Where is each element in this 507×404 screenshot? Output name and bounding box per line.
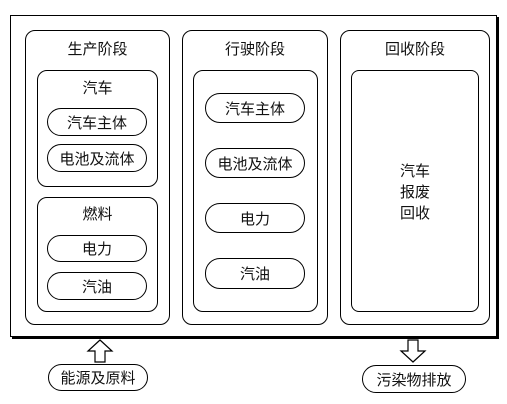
stage-recycling: 回收阶段 汽车 报废 回收 bbox=[340, 30, 490, 325]
item-vehicle-body: 汽车主体 bbox=[205, 93, 305, 123]
recycling-line: 回收 bbox=[399, 204, 430, 222]
stage-driving: 行驶阶段 汽车主体 电池及流体 电力 汽油 bbox=[182, 30, 328, 325]
stage-title: 回收阶段 bbox=[384, 40, 445, 58]
item-battery-fluids: 电池及流体 bbox=[205, 148, 305, 178]
item-electricity: 电力 bbox=[205, 203, 305, 233]
group-recycling: 汽车 报废 回收 bbox=[351, 70, 479, 312]
recycling-line: 报废 bbox=[399, 183, 430, 201]
item-battery-fluids: 电池及流体 bbox=[47, 144, 147, 172]
up-arrow-icon bbox=[86, 339, 114, 363]
item-vehicle-body: 汽车主体 bbox=[47, 108, 147, 136]
recycling-line: 汽车 bbox=[399, 162, 430, 180]
group-title: 燃料 bbox=[82, 205, 113, 223]
output-pollutant-emissions: 污染物排放 bbox=[362, 365, 466, 393]
stage-title: 生产阶段 bbox=[67, 40, 128, 58]
item-gasoline: 汽油 bbox=[205, 258, 305, 289]
stage-title: 行驶阶段 bbox=[224, 40, 285, 58]
group-title: 汽车 bbox=[82, 79, 113, 97]
group-vehicle: 汽车 汽车主体 电池及流体 bbox=[37, 70, 158, 187]
group-driving-items: 汽车主体 电池及流体 电力 汽油 bbox=[193, 70, 318, 312]
item-electricity: 电力 bbox=[47, 235, 147, 262]
recycling-text: 汽车 报废 回收 bbox=[352, 161, 478, 224]
stage-production: 生产阶段 汽车 汽车主体 电池及流体 燃料 电力 汽油 bbox=[25, 30, 170, 325]
item-gasoline: 汽油 bbox=[47, 272, 147, 300]
input-energy-materials: 能源及原料 bbox=[48, 364, 148, 391]
group-fuel: 燃料 电力 汽油 bbox=[37, 197, 158, 312]
down-arrow-icon bbox=[399, 339, 427, 363]
